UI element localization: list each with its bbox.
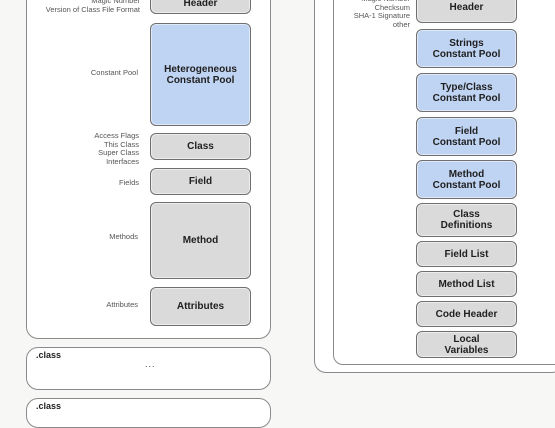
class-definitions-box: Class Definitions bbox=[416, 203, 517, 237]
heterogeneous-constant-pool-box: Heterogeneous Constant Pool bbox=[150, 23, 251, 126]
dex-header-box: Header bbox=[416, 0, 517, 23]
ellipsis: ... bbox=[145, 359, 156, 369]
class-file-label-2: .class bbox=[36, 350, 62, 360]
local-variables-box: Local Variables bbox=[416, 331, 517, 358]
class-info-label: Access Flags This Class Super Class Inte… bbox=[94, 131, 139, 166]
method-list-box: Method List bbox=[416, 271, 517, 297]
header-box: Header bbox=[150, 0, 251, 14]
methods-label: Methods bbox=[109, 232, 138, 241]
method-constant-pool-box: Method Constant Pool bbox=[416, 160, 517, 199]
field-box: Field bbox=[150, 168, 251, 195]
dex-header-label: Magic Number Checksum SHA-1 Signature ot… bbox=[353, 0, 410, 29]
method-box: Method bbox=[150, 202, 251, 279]
constant-pool-label: Constant Pool bbox=[90, 68, 138, 77]
field-list-box: Field List bbox=[416, 241, 517, 267]
class-file-panel-3 bbox=[26, 398, 271, 428]
field-constant-pool-box: Field Constant Pool bbox=[416, 117, 517, 156]
class-file-label-3: .class bbox=[36, 401, 62, 411]
code-header-box: Code Header bbox=[416, 301, 517, 327]
class-box: Class bbox=[150, 133, 251, 160]
strings-constant-pool-box: Strings Constant Pool bbox=[416, 29, 517, 68]
class-file-panel-2 bbox=[26, 347, 271, 390]
attributes-label: Attributes bbox=[106, 300, 138, 309]
fields-label: Fields bbox=[118, 178, 139, 187]
type-class-constant-pool-box: Type/Class Constant Pool bbox=[416, 73, 517, 112]
header-label: Magic Number Version of Class File Forma… bbox=[45, 0, 140, 14]
attributes-box: Attributes bbox=[150, 287, 251, 326]
